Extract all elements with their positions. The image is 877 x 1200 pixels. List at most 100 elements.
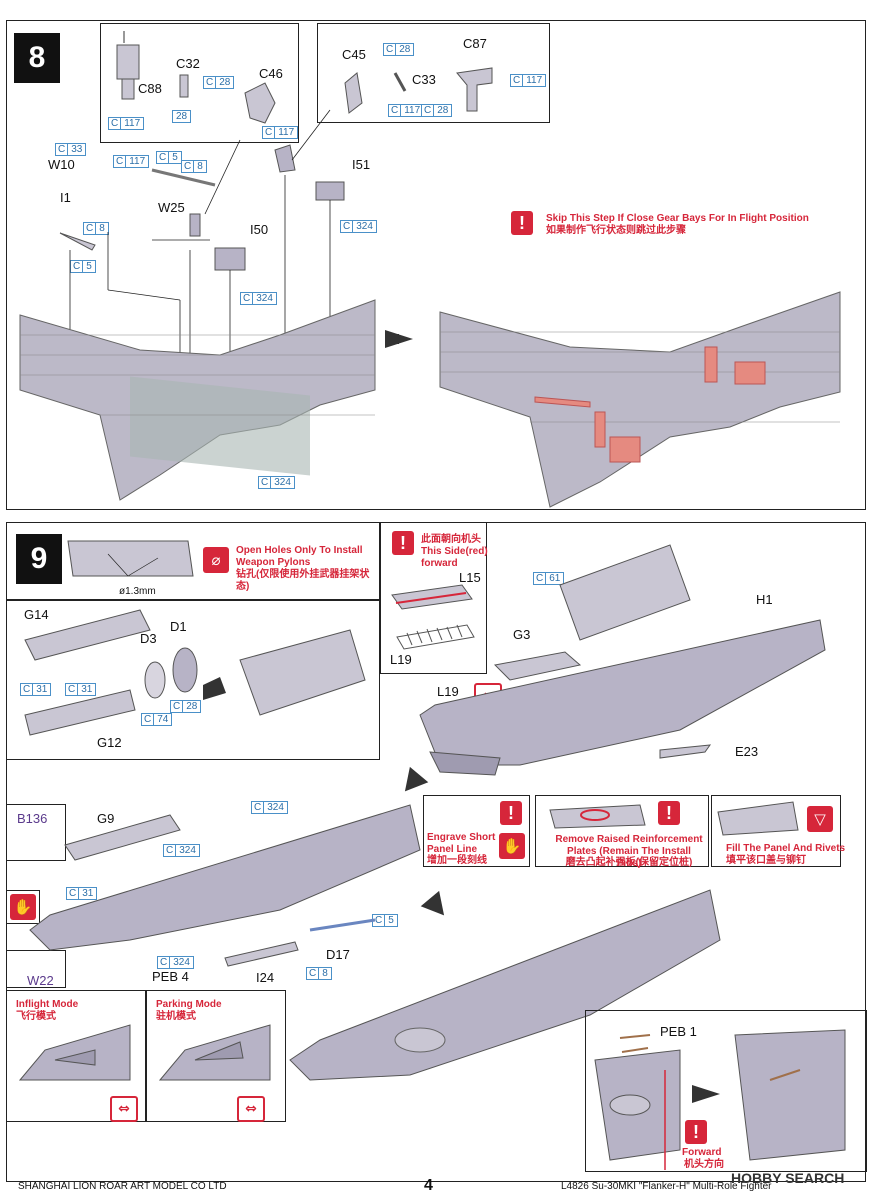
part-I51: I51 <box>352 157 371 172</box>
footer-product: L4826 Su-30MKI "Flanker-H" Multi-Role Fi… <box>561 1181 772 1192</box>
remove-warning-icon: ! <box>658 801 680 825</box>
part-L19: L19 <box>390 652 412 667</box>
drill-icon: ⌀ <box>203 547 229 573</box>
step8-note-en: Skip This Step If Close Gear Bays For In… <box>546 213 809 224</box>
forward-label-en: Forward <box>682 1147 722 1158</box>
inflight-box <box>6 990 146 1122</box>
part-G12: G12 <box>97 735 122 750</box>
inflight-toggle-icon: ⇔ <box>110 1096 138 1122</box>
diameter-label: ø1.3mm <box>119 586 156 597</box>
engrave-warning-icon: ! <box>500 801 522 825</box>
part-C46: C46 <box>259 66 283 81</box>
part-G3: G3 <box>513 627 531 642</box>
forward-warning-icon: ! <box>392 531 414 555</box>
forward-note-2: This Side(red) <box>421 546 488 557</box>
intake-drawing <box>24 609 366 736</box>
parking-drawing <box>158 1024 271 1081</box>
part-W22: D17 <box>326 947 350 962</box>
part-I50: I50 <box>250 222 269 237</box>
holes-detail-box <box>6 522 380 600</box>
fuselage-drawing-lower <box>29 804 421 967</box>
fuselage-drawing-top <box>419 544 826 776</box>
part-E23: E23 <box>735 744 759 759</box>
step8-note-cn: 如果制作飞行状态则跳过此步骤 <box>546 225 686 236</box>
detail-box-gear-parts <box>100 23 299 143</box>
remove-note-en: Remove Raised Reinforcement Plates (Rema… <box>555 834 703 869</box>
part-D17: I24 <box>256 970 275 985</box>
part-L19b: L19 <box>437 684 459 699</box>
parking-label-cn: 驻机模式 <box>156 1011 196 1022</box>
warning-icon: ! <box>511 211 533 235</box>
tag-c28b: 28 <box>172 110 192 123</box>
forward-note-3: forward <box>421 558 458 569</box>
part-I1: I1 <box>60 190 71 205</box>
part-D1: D1 <box>170 619 187 634</box>
b136-box <box>6 950 66 988</box>
inflight-label-en: Inflight Mode <box>16 999 79 1010</box>
engrave-note-cn: 增加一段刻线 <box>427 855 487 866</box>
holes-note-en: Open Holes Only To Install Weapon Pylons <box>236 545 363 568</box>
hand-icon-2: ✋ <box>10 894 36 920</box>
part-D3: D3 <box>140 631 157 646</box>
fuselage-assembled <box>289 889 721 1081</box>
intake-detail-box <box>6 600 380 760</box>
detail-box-gear-parts-2 <box>317 23 550 123</box>
fill-icon: ▽ <box>807 806 833 832</box>
step9-number: 9 <box>16 534 62 584</box>
forward-note-1: 此面朝向机头 <box>421 534 481 545</box>
engrave-box <box>423 795 530 867</box>
part-C88: C88 <box>138 81 162 96</box>
inflight-label-cn: 飞行模式 <box>16 1011 56 1022</box>
aircraft-underside-after <box>439 291 841 508</box>
part-I24: PEB 4 <box>152 969 189 984</box>
detail-parts-drawing-2 <box>344 67 493 114</box>
remove-box <box>535 795 709 867</box>
inflight-drawing <box>18 1024 131 1081</box>
part-G9: G9 <box>97 811 115 826</box>
part-C33: C33 <box>412 72 436 87</box>
step8-frame <box>6 20 866 510</box>
part-W10: W10 <box>48 157 75 172</box>
remove-note-cn: 磨去凸起补强板(保留定位桩) <box>565 857 693 868</box>
plates-drawing <box>391 584 475 650</box>
fill-note-cn: 填平该口盖与铆钉 <box>726 855 806 866</box>
fill-box <box>711 795 841 867</box>
part-B139: B136 <box>17 811 48 826</box>
holes-note-cn: 钻孔(仅限使用外挂武器挂架状态) <box>236 569 370 592</box>
part-W25: W25 <box>158 200 185 215</box>
holes-drawing <box>67 540 194 577</box>
peb-arrow <box>692 1085 720 1103</box>
fill-note-en: Fill The Panel And Rivets <box>726 843 846 854</box>
page-number: 4 <box>424 1177 433 1194</box>
watermark: HOBBY SEARCH <box>731 1170 845 1186</box>
parking-label-en: Parking Mode <box>156 999 222 1010</box>
part-PEB4: PEB 1 <box>660 1024 697 1039</box>
remove-drawing <box>549 804 646 829</box>
peb-box <box>585 1010 867 1172</box>
part-H1: H1 <box>756 592 773 607</box>
part-C32: C32 <box>176 56 200 71</box>
b139-box <box>6 804 66 861</box>
arrow-after-stub <box>385 334 399 344</box>
